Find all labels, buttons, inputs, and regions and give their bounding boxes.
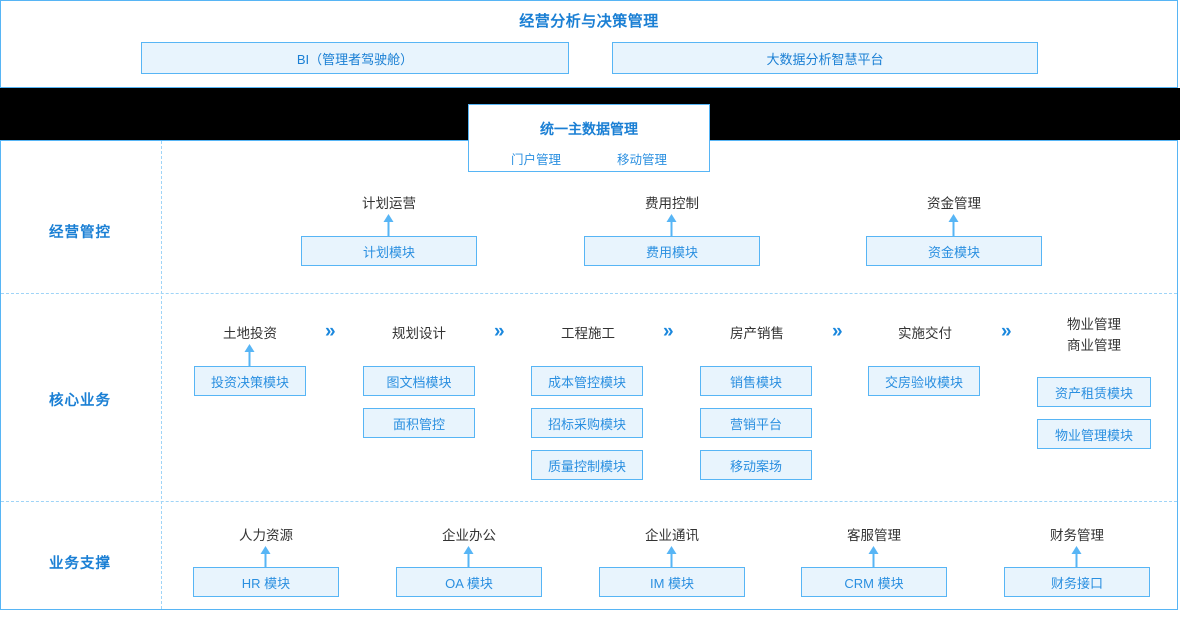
core-module-5-0[interactable]: 资产租赁模块 xyxy=(1037,377,1151,407)
row-divider-management-core xyxy=(1,293,1177,294)
core-module-2-1[interactable]: 招标采购模块 xyxy=(531,408,643,438)
support-module-1-label: OA 模块 xyxy=(445,575,493,591)
support-caption-0: 人力资源 xyxy=(239,528,293,543)
support-caption-2: 企业通讯 xyxy=(645,528,699,543)
analysis-box-big-data[interactable]: 大数据分析智慧平台 xyxy=(612,42,1038,74)
support-module-3-label: CRM 模块 xyxy=(844,575,904,591)
management-caption-2: 资金管理 xyxy=(927,196,981,211)
core-module-0-0[interactable]: 投资决策模块 xyxy=(194,366,306,396)
core-module-5-0-label: 资产租赁模块 xyxy=(1054,385,1133,401)
core-module-2-1-label: 招标采购模块 xyxy=(547,416,626,432)
analysis-layer-title: 经营分析与决策管理 xyxy=(519,13,659,30)
support-module-4-label: 财务接口 xyxy=(1050,575,1103,591)
arrow-up-icon xyxy=(666,214,677,236)
support-module-2[interactable]: IM 模块 xyxy=(599,567,745,597)
arrow-up-icon xyxy=(383,214,394,236)
analysis-box-bi-label: BI（管理者驾驶舱） xyxy=(296,51,414,67)
master-data-title: 统一主数据管理 xyxy=(540,121,638,137)
management-module-2-0-label: 资金模块 xyxy=(927,244,980,260)
core-module-1-0-label: 图文档模块 xyxy=(386,374,452,390)
management-module-2-0[interactable]: 资金模块 xyxy=(866,236,1042,266)
row-label-management: 经营管控 xyxy=(49,225,111,241)
row-label-core: 核心业务 xyxy=(49,393,111,409)
sidebar-divider xyxy=(161,141,162,609)
core-caption-1: 规划设计 xyxy=(392,326,446,341)
core-module-4-0-label: 交房验收模块 xyxy=(884,374,963,390)
core-module-1-1[interactable]: 面积管控 xyxy=(363,408,475,438)
core-module-3-0[interactable]: 销售模块 xyxy=(700,366,812,396)
core-caption-5: 物业管理 商业管理 xyxy=(1024,314,1164,356)
support-module-1[interactable]: OA 模块 xyxy=(396,567,542,597)
arrow-up-icon xyxy=(868,546,879,568)
support-module-0[interactable]: HR 模块 xyxy=(193,567,339,597)
support-caption-4: 财务管理 xyxy=(1050,528,1104,543)
master-data-sub-portal[interactable]: 门户管理 xyxy=(510,153,561,167)
master-data-subitems: 门户管理 移动管理 xyxy=(469,149,709,168)
core-module-2-0-label: 成本管控模块 xyxy=(547,374,626,390)
management-module-1-0-label: 费用模块 xyxy=(645,244,698,260)
core-module-5-1[interactable]: 物业管理模块 xyxy=(1037,419,1151,449)
chevron-right-icon-0: » xyxy=(325,321,336,342)
support-module-2-label: IM 模块 xyxy=(649,575,695,591)
core-caption-5-line2: 商业管理 xyxy=(1067,338,1121,353)
core-module-3-0-label: 销售模块 xyxy=(729,374,782,390)
master-data-sub-mobile[interactable]: 移动管理 xyxy=(616,153,667,167)
chevron-right-icon-2: » xyxy=(663,321,674,342)
analysis-box-big-data-label: 大数据分析智慧平台 xyxy=(766,51,884,67)
chevron-right-icon-3: » xyxy=(832,321,843,342)
support-caption-3: 客服管理 xyxy=(847,528,901,543)
support-module-0-label: HR 模块 xyxy=(241,575,291,591)
chevron-right-icon-1: » xyxy=(494,321,505,342)
core-module-4-0[interactable]: 交房验收模块 xyxy=(868,366,980,396)
core-caption-0: 土地投资 xyxy=(223,326,277,341)
core-module-1-1-label: 面积管控 xyxy=(392,416,445,432)
core-caption-4: 实施交付 xyxy=(898,326,952,341)
core-module-3-1[interactable]: 营销平台 xyxy=(700,408,812,438)
core-module-1-0[interactable]: 图文档模块 xyxy=(363,366,475,396)
core-module-3-1-label: 营销平台 xyxy=(729,416,782,432)
core-module-0-0-label: 投资决策模块 xyxy=(210,374,289,390)
management-module-0-0[interactable]: 计划模块 xyxy=(301,236,477,266)
analysis-layer-divider xyxy=(1,87,1177,88)
chevron-right-icon-4: » xyxy=(1001,321,1012,342)
support-module-4[interactable]: 财务接口 xyxy=(1004,567,1150,597)
core-caption-5-line1: 物业管理 xyxy=(1067,317,1121,332)
arrow-up-icon xyxy=(666,546,677,568)
management-caption-1: 费用控制 xyxy=(645,196,699,211)
management-caption-0: 计划运营 xyxy=(362,196,416,211)
arrow-up-icon xyxy=(1071,546,1082,568)
row-divider-core-support xyxy=(1,501,1177,502)
arrow-up-icon xyxy=(948,214,959,236)
core-module-3-2[interactable]: 移动案场 xyxy=(700,450,812,480)
arrow-up-icon xyxy=(260,546,271,568)
core-module-3-2-label: 移动案场 xyxy=(729,458,782,474)
core-module-2-0[interactable]: 成本管控模块 xyxy=(531,366,643,396)
core-caption-3: 房产销售 xyxy=(730,326,784,341)
core-module-2-2-label: 质量控制模块 xyxy=(547,458,626,474)
core-module-5-1-label: 物业管理模块 xyxy=(1054,427,1133,443)
core-caption-2: 工程施工 xyxy=(561,326,615,341)
arrow-up-icon xyxy=(463,546,474,568)
support-module-3[interactable]: CRM 模块 xyxy=(801,567,947,597)
management-module-1-0[interactable]: 费用模块 xyxy=(584,236,760,266)
management-module-0-0-label: 计划模块 xyxy=(362,244,415,260)
support-caption-1: 企业办公 xyxy=(442,528,496,543)
master-data-card[interactable]: 统一主数据管理 门户管理 移动管理 xyxy=(468,104,710,172)
analysis-box-bi[interactable]: BI（管理者驾驶舱） xyxy=(141,42,569,74)
core-module-2-2[interactable]: 质量控制模块 xyxy=(531,450,643,480)
arrow-up-icon xyxy=(244,344,255,366)
row-label-support: 业务支撑 xyxy=(49,556,111,572)
